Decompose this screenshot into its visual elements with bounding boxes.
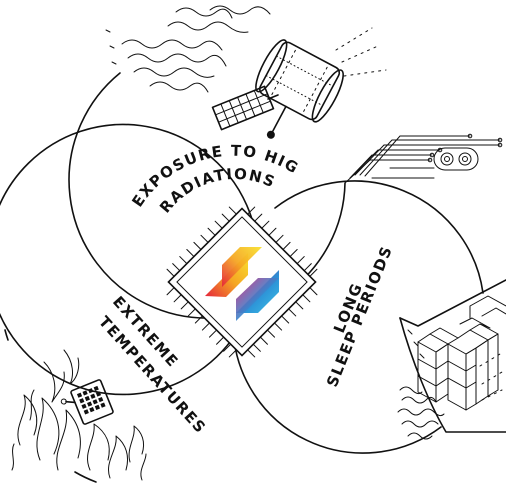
- circuit-board-icon: [344, 133, 503, 184]
- venn-circles: [0, 72, 484, 483]
- fire-icon: [11, 349, 147, 481]
- microchip-icon: [166, 206, 318, 358]
- sleep-label-line2: SLEEP PERIODS: [323, 243, 396, 390]
- cargo-ship-icon: [397, 279, 506, 440]
- circle-top: [68, 72, 346, 319]
- circle-bottom-right: [232, 180, 484, 454]
- satellite-icon: [105, 5, 387, 139]
- circle-bottom-left: [0, 123, 259, 396]
- brand-logo: [205, 247, 279, 321]
